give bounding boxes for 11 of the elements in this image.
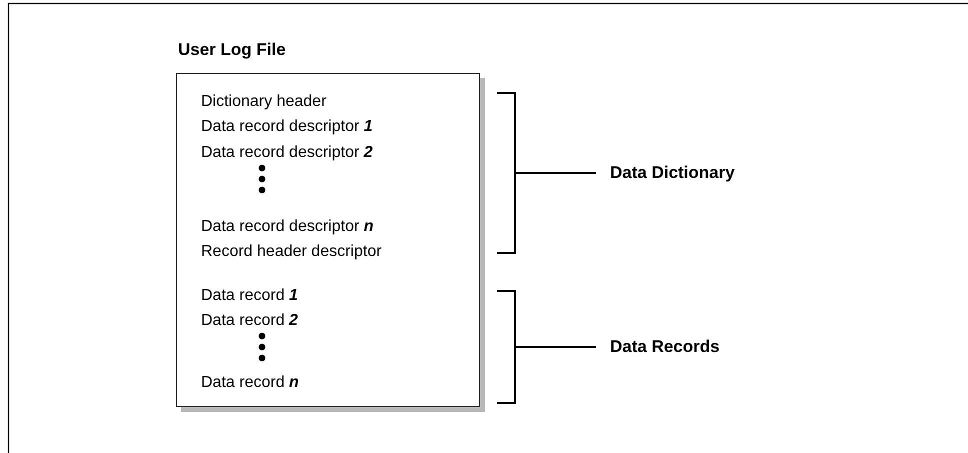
file-title: User Log File bbox=[178, 40, 286, 60]
record-entry: Data record n bbox=[201, 373, 299, 393]
record-entry: Data record descriptor n bbox=[201, 217, 374, 237]
record-entry: Data record 1 bbox=[201, 286, 298, 306]
record-entry: Record header descriptor bbox=[201, 242, 382, 262]
section-label: Data Dictionary bbox=[610, 163, 735, 183]
section-label: Data Records bbox=[610, 337, 720, 357]
record-entry: Data record descriptor 2 bbox=[201, 143, 373, 163]
record-entry: Data record descriptor 1 bbox=[201, 117, 373, 137]
record-entry: Data record 2 bbox=[201, 311, 298, 331]
record-entry: Dictionary header bbox=[201, 92, 326, 112]
